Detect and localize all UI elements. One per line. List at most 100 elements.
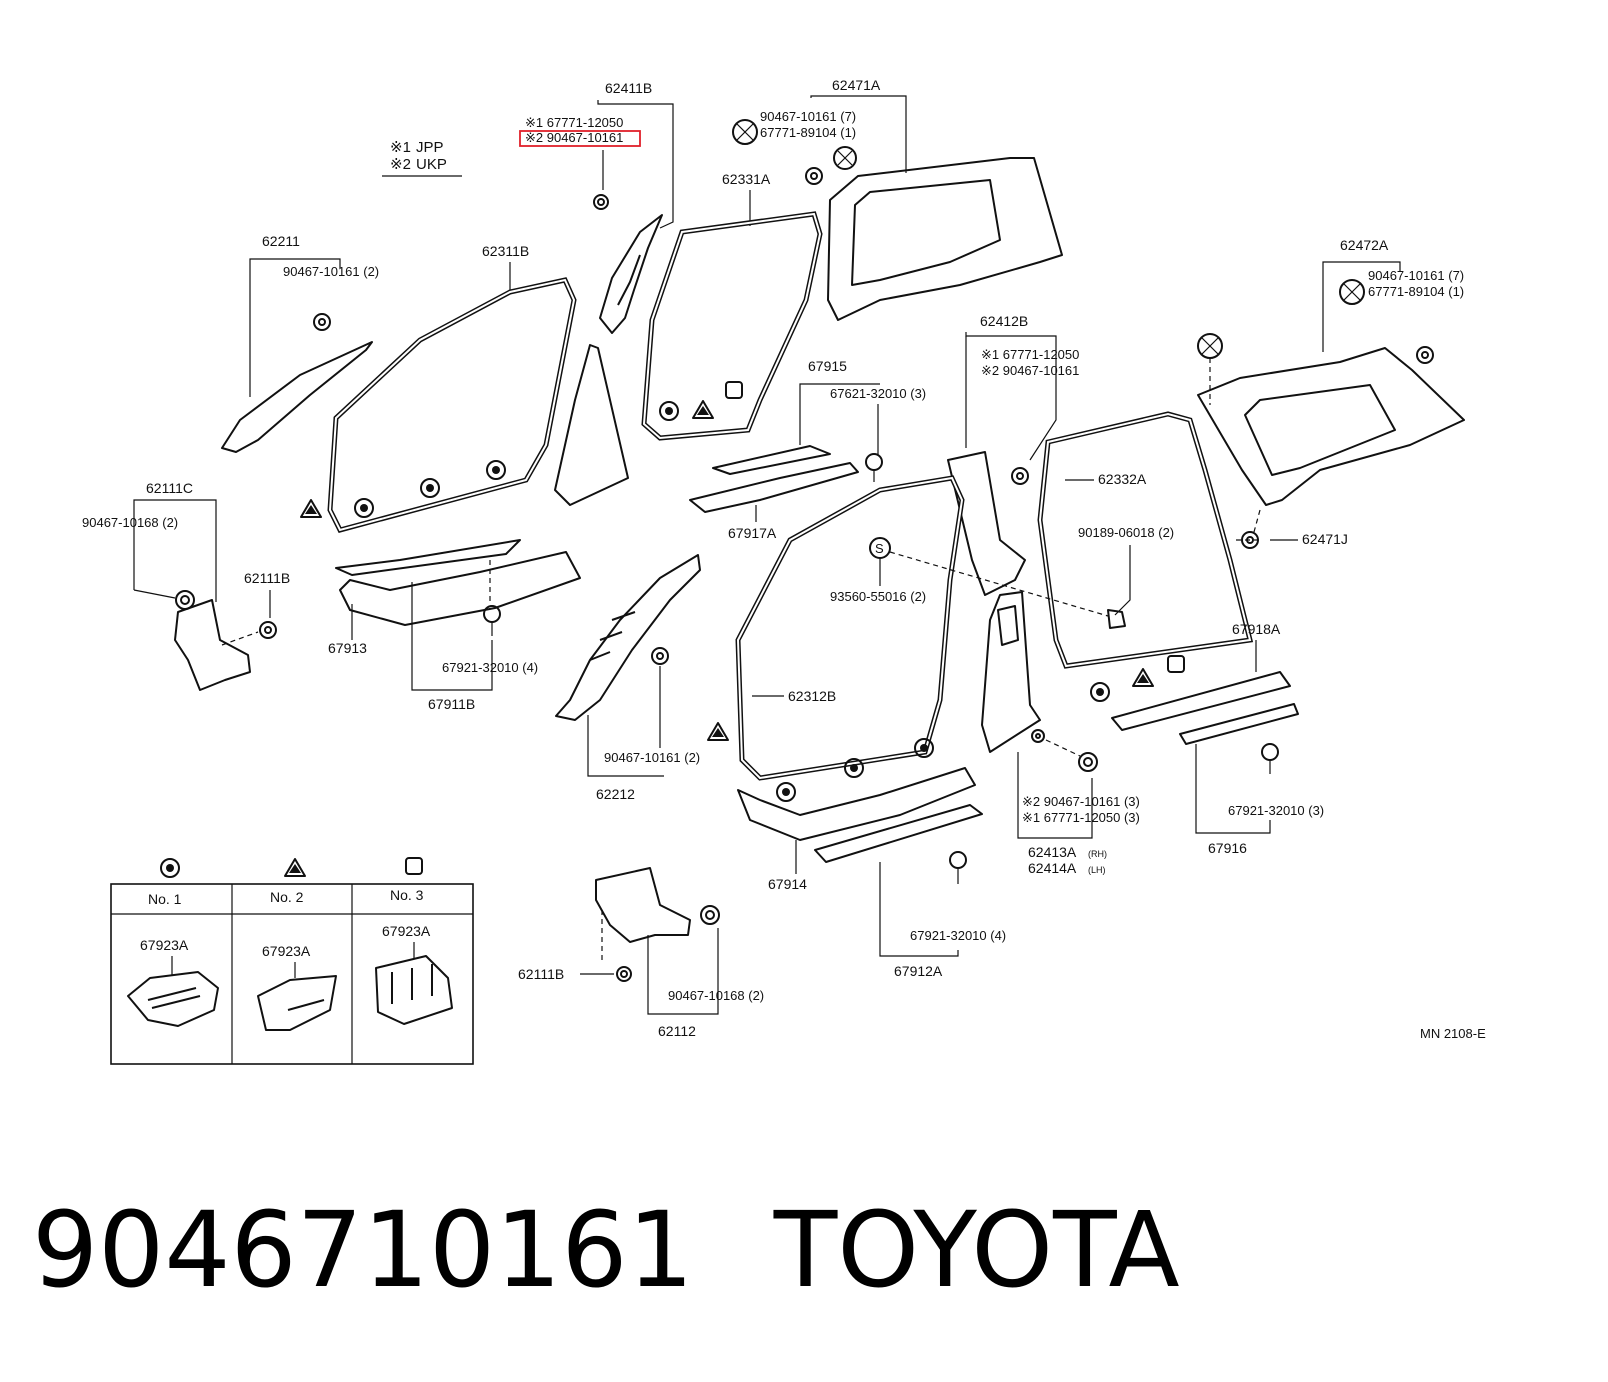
screw-icon <box>1197 333 1223 359</box>
weatherstrip-62331A: 62331A <box>641 171 823 441</box>
label-62211: 62211 <box>262 233 300 249</box>
legend-mark-1: ※1 <box>390 139 411 156</box>
label-62331A: 62331A <box>722 171 771 187</box>
label-62412B-note-1: ※1 67771-12050 <box>981 347 1079 362</box>
weatherstrip-62312B: 62312B S 93560-55016 (2) <box>707 475 1109 802</box>
legend-label-ukp: UKP <box>416 156 447 173</box>
label-67913: 67913 <box>328 640 367 656</box>
clip-table-part-2: 67923A <box>262 943 311 959</box>
clip-icon <box>313 313 331 331</box>
label-67917A: 67917A <box>728 525 777 541</box>
clip-icon <box>805 167 823 185</box>
market-legend: ※1 JPP ※2 UKP <box>382 139 462 177</box>
label-67915: 67915 <box>808 358 847 374</box>
clip-icon <box>949 851 967 884</box>
weatherstrip-62311B: 62311B <box>300 243 577 533</box>
label-67911B: 67911B <box>428 696 475 712</box>
label-62212: 62212 <box>596 786 635 802</box>
clip-icon <box>865 453 883 482</box>
clip-icon <box>1416 346 1434 364</box>
kick-panel-62112: 62111B 90467-10168 (2) 62112 <box>518 867 764 1039</box>
highlight-90467-10161 <box>519 130 641 147</box>
scuff-plates-rear-left: 67914 67921-32010 (4) 67912A <box>737 767 1006 979</box>
clip-icon <box>1261 743 1279 774</box>
parts-diagram: ※1 JPP ※2 UKP 62411B ※1 67771-12050 ※2 9… <box>82 77 1486 1065</box>
label-62414A-side: (LH) <box>1088 865 1106 875</box>
label-62471A: 62471A <box>832 77 881 93</box>
legend-label-jpp: JPP <box>416 139 444 156</box>
clip-icon <box>1031 729 1045 743</box>
clip-icon <box>651 647 669 665</box>
clip-icon <box>483 605 501 636</box>
clip-table-header-2: No. 2 <box>270 889 304 905</box>
pillar-62412B: 62412B ※1 67771-12050 ※2 90467-10161 <box>947 313 1079 753</box>
label-90467-10161-b: 90467-10161 (2) <box>604 750 700 765</box>
label-62411B-note-1: ※1 67771-12050 <box>525 115 623 130</box>
clip-table: No. 1 No. 2 No. 3 67923A 67923A 67923A <box>110 857 474 1065</box>
label-62311B: 62311B <box>482 243 529 259</box>
clip-icon <box>1011 467 1029 485</box>
diagram-reference: MN 2108-E <box>1420 1026 1486 1041</box>
label-62471A-note-1: 90467-10161 (7) <box>760 109 856 124</box>
label-62312B: 62312B <box>788 688 836 704</box>
scuff-plates-front: 67913 67921-32010 (4) 67911B <box>328 539 581 712</box>
clip-icon <box>259 621 277 639</box>
label-62472A-note-2: 67771-89104 (1) <box>1368 284 1464 299</box>
label-67914: 67914 <box>768 876 807 892</box>
screw-icon <box>1339 279 1365 305</box>
pillar-lower-62413A: ※2 90467-10161 (3) ※1 67771-12050 (3) 62… <box>1017 729 1140 876</box>
garnish-62212: 90467-10161 (2) 62212 <box>555 554 701 802</box>
label-67921-b: 67921-32010 (4) <box>910 928 1006 943</box>
scuff-plate-67915: 67915 67621-32010 (3) 67917A <box>689 358 926 541</box>
label-62412B-note-2: ※2 90467-10161 <box>981 363 1079 378</box>
label-62411B: 62411B <box>605 80 652 96</box>
label-90467-10168-a: 90467-10168 (2) <box>82 515 178 530</box>
label-62111B-a: 62111B <box>244 570 290 586</box>
label-62414A: 62414A <box>1028 860 1077 876</box>
brand-name: TOYOTA <box>773 1189 1180 1311</box>
label-62413-note-2: ※2 90467-10161 (3) <box>1022 794 1140 809</box>
marker-s: S <box>875 541 884 556</box>
label-67912A: 67912A <box>894 963 943 979</box>
label-67918A: 67918A <box>1232 621 1281 637</box>
clip-icon <box>1078 752 1098 772</box>
scuff-plates-rear-right: 67918A 67921-32010 (3) 67916 <box>1111 621 1324 856</box>
label-67921-a: 67921-32010 (4) <box>442 660 538 675</box>
quarter-trim-62471A: 62471A 90467-10161 (7) 67771-89104 (1) <box>732 77 1063 321</box>
clip-icon <box>616 966 632 982</box>
label-62411B-note-2: ※2 90467-10161 <box>525 130 623 145</box>
label-67921-c: 67921-32010 (3) <box>1228 803 1324 818</box>
clip-table-part-3: 67923A <box>382 923 431 939</box>
label-62471A-note-2: 67771-89104 (1) <box>760 125 856 140</box>
clip-icon <box>1241 531 1259 549</box>
label-67916: 67916 <box>1208 840 1247 856</box>
label-67621: 67621-32010 (3) <box>830 386 926 401</box>
legend-mark-2: ※2 <box>390 156 411 173</box>
label-62111B-b: 62111B <box>518 966 564 982</box>
part-number: 9046710161 <box>32 1189 694 1311</box>
garnish-62211: 62211 90467-10161 (2) <box>221 233 379 453</box>
label-62472A: 62472A <box>1340 237 1389 253</box>
label-62112: 62112 <box>658 1023 696 1039</box>
label-62471J: 62471J <box>1302 531 1348 547</box>
screw-icon <box>833 146 857 170</box>
label-62111C: 62111C <box>146 480 193 496</box>
label-62413A: 62413A <box>1028 844 1077 860</box>
label-62472A-note-1: 90467-10161 (7) <box>1368 268 1464 283</box>
label-62413A-side: (RH) <box>1088 849 1107 859</box>
clip-icon <box>593 194 609 210</box>
label-90467-10168-b: 90467-10168 (2) <box>668 988 764 1003</box>
label-62412B: 62412B <box>980 313 1028 329</box>
screw-icon <box>732 119 758 145</box>
clip-icon <box>700 905 720 925</box>
caption: 9046710161 TOYOTA <box>32 1185 1432 1315</box>
quarter-trim-62472A: 62472A 90467-10161 (7) 67771-89104 (1) <box>1197 237 1465 506</box>
clip-table-header-1: No. 1 <box>148 891 182 907</box>
label-62413-note-1: ※1 67771-12050 (3) <box>1022 810 1140 825</box>
label-93560: 93560-55016 (2) <box>830 589 926 604</box>
label-62332A: 62332A <box>1098 471 1147 487</box>
weatherstrip-62332A: 62332A 90189-06018 (2) 62471J <box>1037 411 1348 702</box>
kick-panel-62111C: 62111C 90467-10168 (2) 62111B <box>82 480 290 691</box>
pillar-62411B: 62411B ※1 67771-12050 ※2 90467-10161 <box>519 80 674 506</box>
clip-table-header-3: No. 3 <box>390 887 424 903</box>
